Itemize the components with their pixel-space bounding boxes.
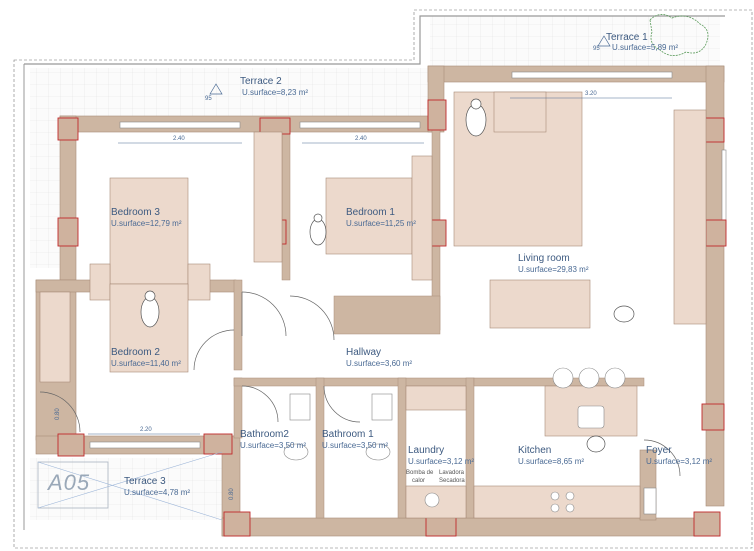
room-area-terrace1: U.surface=5,89 m² — [612, 43, 679, 52]
room-area-bedroom2: U.surface=11,40 m² — [111, 359, 181, 368]
laundry-label-heatpump-2: calor — [412, 478, 426, 484]
room-area-bedroom3: U.surface=12,79 m² — [111, 219, 182, 228]
level-label-t2: 95 — [205, 96, 212, 102]
terrace-1-floor — [430, 16, 720, 68]
level-marker-t2 — [209, 83, 223, 95]
room-name-foyer: Foyer — [646, 445, 672, 456]
room-area-foyer: U.surface=3,12 m² — [646, 457, 713, 466]
dim-bedroom1-window: 2.40 — [355, 136, 367, 142]
room-area-terrace2: U.surface=8,23 m² — [242, 88, 309, 97]
dim-bedroom2-window: 2.20 — [140, 427, 152, 433]
room-name-hallway: Hallway — [346, 347, 382, 358]
laundry-label-washer: Lavadora — [439, 470, 465, 476]
dim-door-bath2: 0.80 — [229, 488, 235, 500]
dim-living-window: 3.20 — [585, 91, 597, 97]
room-area-bathroom1: U.surface=3,50 m² — [322, 441, 389, 450]
room-area-livingroom: U.surface=29,83 m² — [518, 265, 589, 274]
bed-bedroom3 — [109, 177, 189, 285]
laundry-label-dryer: Secadora — [439, 478, 465, 484]
laundry-label-heatpump: Bomba de — [406, 470, 434, 476]
room-name-bathroom1: Bathroom 1 — [322, 429, 374, 440]
level-label-t1: 95 — [593, 46, 600, 52]
room-name-bedroom1: Bedroom 1 — [346, 207, 395, 218]
wardrobe-bedroom2 — [39, 291, 71, 383]
windows — [89, 71, 727, 449]
terrace-3-floor — [30, 458, 230, 520]
level-marker-t1 — [597, 35, 611, 47]
kitchen-counter — [473, 485, 641, 519]
room-name-bedroom3: Bedroom 3 — [111, 207, 160, 218]
bed-bedroom1 — [325, 177, 413, 255]
fixtures — [283, 367, 657, 515]
room-area-terrace3: U.surface=4,78 m² — [124, 488, 191, 497]
room-area-bathroom2: U.surface=3,50 m² — [240, 441, 307, 450]
room-name-terrace3: Terrace 3 — [124, 476, 166, 487]
room-name-terrace1: Terrace 1 — [606, 32, 648, 43]
room-area-bedroom1: U.surface=11,25 m² — [346, 219, 416, 228]
room-area-kitchen: U.surface=8,65 m² — [518, 457, 585, 466]
room-name-bathroom2: Bathroom2 — [240, 429, 289, 440]
tree-icon — [649, 14, 709, 56]
room-name-livingroom: Living room — [518, 253, 570, 264]
room-name-kitchen: Kitchen — [518, 445, 552, 456]
terrace-2-floor — [30, 68, 430, 118]
coffee-table — [489, 279, 591, 329]
person-figures — [140, 98, 635, 453]
plot-boundary — [13, 9, 753, 549]
sheet-stamp: A05 — [48, 470, 91, 495]
room-area-hallway: U.surface=3,60 m² — [346, 359, 413, 368]
dimension-lines — [88, 97, 672, 435]
terrace-2-side-floor — [30, 118, 60, 268]
dim-bedroom3-window: 2.40 — [173, 136, 185, 142]
tv-unit — [673, 109, 707, 325]
dim-door-left: 0.80 — [55, 408, 61, 420]
room-name-bedroom2: Bedroom 2 — [111, 347, 160, 358]
stamp-diagonal — [37, 461, 223, 521]
wardrobe-bedroom3 — [253, 131, 283, 263]
door-swings — [39, 291, 681, 477]
room-area-laundry: U.surface=3,12 m² — [408, 457, 475, 466]
stamp-diagonal-2 — [37, 451, 223, 509]
room-name-terrace2: Terrace 2 — [240, 76, 282, 87]
terrace-railing — [24, 15, 725, 65]
room-name-laundry: Laundry — [408, 445, 445, 456]
stamp-frame — [37, 461, 109, 509]
